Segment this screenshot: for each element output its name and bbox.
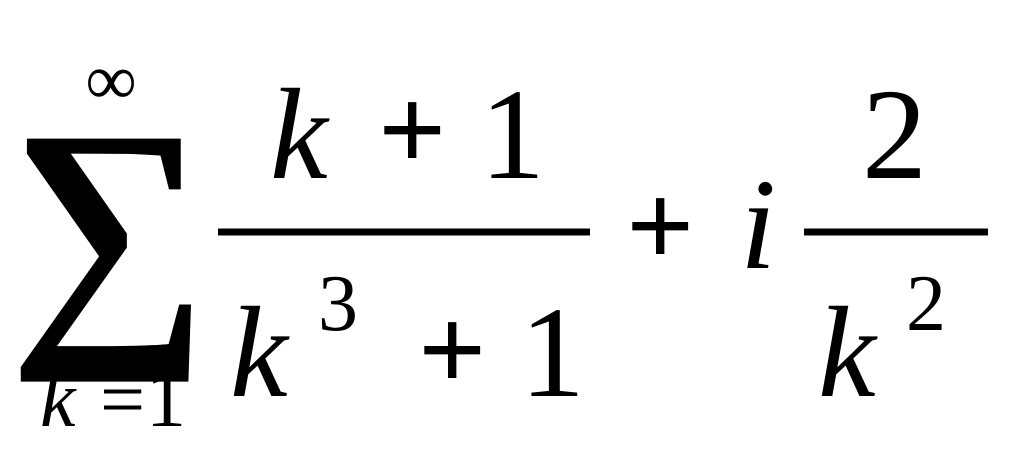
first-denominator-operator: + xyxy=(418,283,486,416)
first-fraction: k + 1 k 3 + 1 xyxy=(218,63,590,425)
sum-index-variable: k xyxy=(40,356,77,444)
second-fraction: 2 k 2 xyxy=(804,63,988,425)
first-denominator-constant: 1 xyxy=(520,281,585,425)
imaginary-unit: i xyxy=(740,153,776,297)
first-numerator-operator: + xyxy=(378,63,446,196)
sum-symbol: ∑ xyxy=(8,72,208,383)
first-denominator-exponent: 3 xyxy=(318,260,358,348)
sum-equals-sign: = xyxy=(100,356,145,444)
summation: ∞ ∑ k = 1 xyxy=(8,40,208,444)
first-denominator-variable: k xyxy=(230,281,290,425)
sum-upper-limit: ∞ xyxy=(85,40,136,120)
first-numerator-constant: 1 xyxy=(480,63,545,207)
first-numerator-variable: k xyxy=(270,63,330,207)
second-denominator-variable: k xyxy=(818,281,878,425)
sum-lower-limit: 1 xyxy=(146,356,186,444)
second-denominator-exponent: 2 xyxy=(906,260,946,348)
second-numerator: 2 xyxy=(862,63,927,207)
plus-operator: + xyxy=(626,159,694,292)
